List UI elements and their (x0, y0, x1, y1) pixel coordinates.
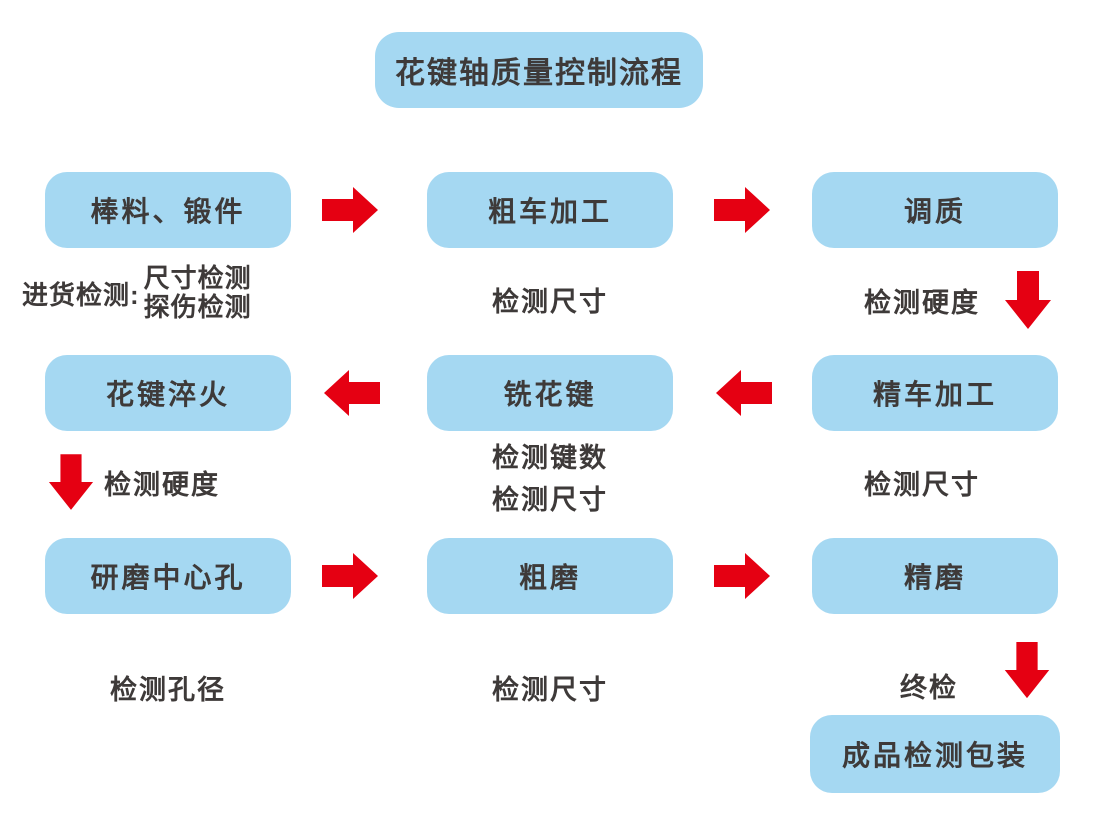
inspection-note-final-check: 终检 (900, 673, 958, 703)
arrow-right-icon (322, 185, 380, 235)
arrow-down-icon (1003, 271, 1053, 331)
arrow-right-icon (322, 551, 380, 601)
inspection-note-dimension-check: 检测尺寸 (492, 675, 608, 705)
inspection-note-hardness-check: 检测硬度 (104, 470, 220, 500)
process-box-spline-milling: 铣花键 (427, 355, 673, 431)
incoming-note-prefix: 进货检测: (22, 279, 140, 310)
process-box-quench-temper: 调质 (812, 172, 1058, 248)
arrow-left-icon (714, 368, 772, 418)
spline-check-line1: 检测键数 (492, 443, 608, 473)
inspection-note-spline-checks: 检测键数 检测尺寸 (427, 437, 673, 521)
incoming-note-line1: 尺寸检测 (143, 263, 252, 293)
process-box-rough-grinding: 粗磨 (427, 538, 673, 614)
inspection-note-hole-diameter-check: 检测孔径 (110, 675, 226, 705)
spline-check-line2: 检测尺寸 (492, 485, 608, 515)
arrow-right-icon (714, 185, 772, 235)
inspection-note-dimension-check: 检测尺寸 (492, 287, 608, 317)
process-box-center-hole-grinding: 研磨中心孔 (45, 538, 291, 614)
title-box: 花键轴质量控制流程 (375, 32, 703, 108)
arrow-left-icon (322, 368, 380, 418)
arrow-down-icon (47, 453, 95, 513)
arrow-right-icon (714, 551, 772, 601)
inspection-note-hardness-check: 检测硬度 (864, 288, 980, 318)
incoming-note-line2: 探伤检测 (143, 292, 252, 322)
inspection-note-dimension-check: 检测尺寸 (864, 470, 980, 500)
arrow-down-icon (1002, 642, 1052, 700)
process-box-finish-turning: 精车加工 (812, 355, 1058, 431)
process-box-final-packaging: 成品检测包装 (810, 715, 1060, 793)
inspection-note-incoming: 进货检测: 尺寸检测 探伤检测 (22, 264, 252, 322)
process-box-rough-turning: 粗车加工 (427, 172, 673, 248)
process-box-spline-quenching: 花键淬火 (45, 355, 291, 431)
process-box-raw-material: 棒料、锻件 (45, 172, 291, 248)
process-box-fine-grinding: 精磨 (812, 538, 1058, 614)
